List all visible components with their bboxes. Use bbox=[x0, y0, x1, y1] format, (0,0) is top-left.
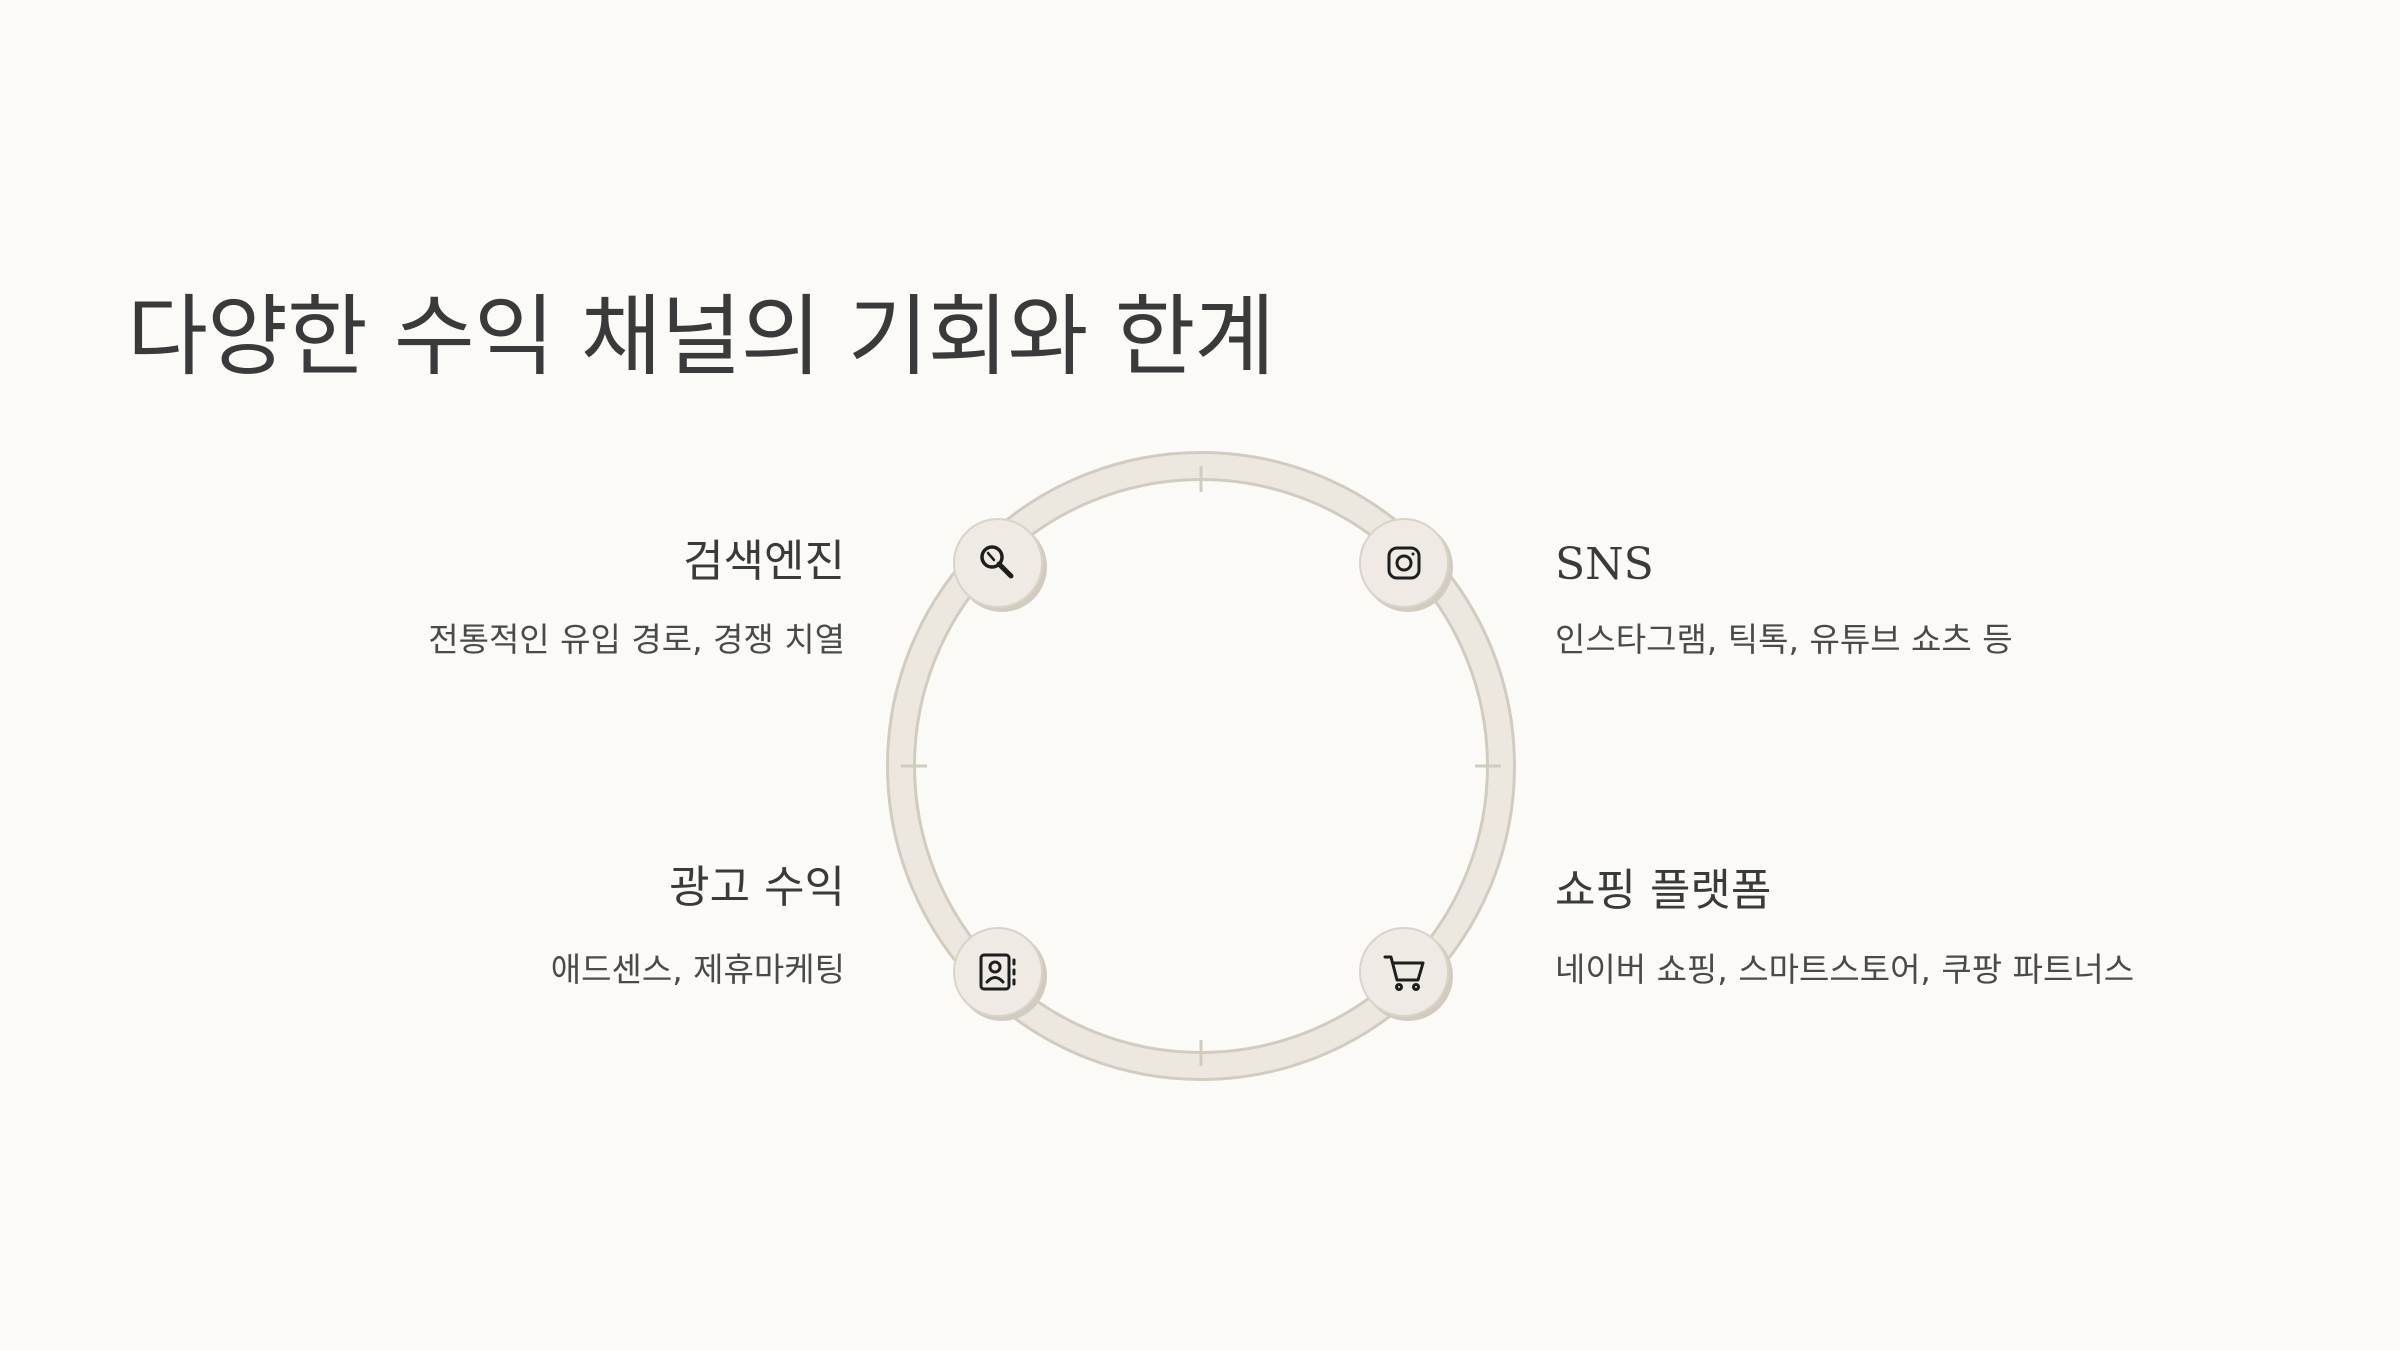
search-engine-title: 검색엔진 bbox=[683, 536, 845, 587]
node-search bbox=[953, 518, 1047, 612]
sns-desc: 인스타그램, 틱톡, 유튜브 쇼츠 등 bbox=[1555, 620, 2013, 659]
search-icon bbox=[980, 545, 1014, 579]
cycle-ring bbox=[886, 451, 1516, 1081]
node-ads bbox=[953, 927, 1047, 1021]
ad-revenue-title: 광고 수익 bbox=[669, 862, 845, 913]
instagram-icon bbox=[1387, 546, 1421, 580]
page-title: 다양한 수익 채널의 기회와 한계 bbox=[127, 285, 1275, 388]
ad-revenue-desc: 애드센스, 제휴마케팅 bbox=[550, 950, 845, 989]
shopping-platform-title: 쇼핑 플랫폼 bbox=[1555, 865, 1772, 916]
node-shop bbox=[1359, 927, 1453, 1021]
node-sns bbox=[1359, 518, 1453, 612]
search-engine-desc: 전통적인 유입 경로, 경쟁 치열 bbox=[428, 620, 845, 659]
shopping-platform-desc: 네이버 쇼핑, 스마트스토어, 쿠팡 파트너스 bbox=[1555, 950, 2135, 989]
shopping-cart-icon bbox=[1383, 955, 1425, 991]
contact-book-icon bbox=[979, 953, 1016, 991]
sns-title: SNS bbox=[1555, 539, 1654, 590]
